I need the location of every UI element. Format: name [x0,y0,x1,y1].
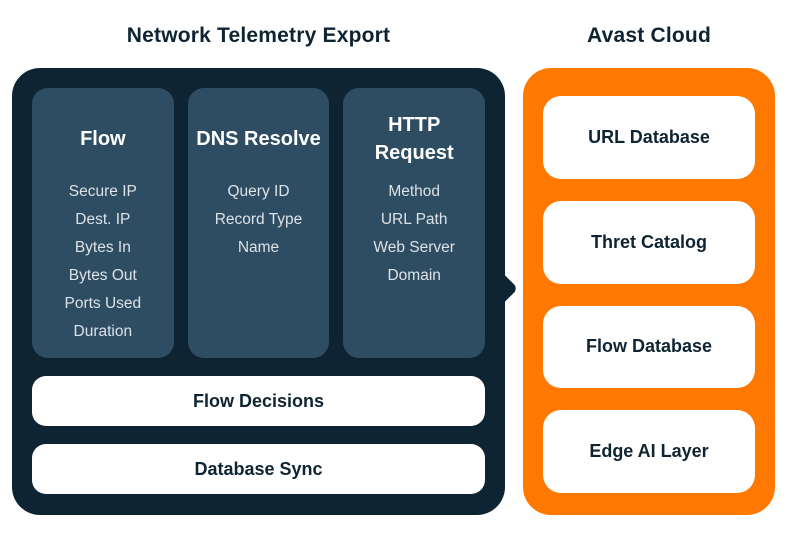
column-http-request-item: URL Path [380,211,448,228]
url-database-label: URL Database [588,126,710,147]
column-flow-item: Bytes Out [68,267,137,284]
cloud-panel: URL Database Thret Catalog Flow Database… [523,68,775,515]
flow-database-label: Flow Database [585,336,713,357]
cloud-title: Avast Cloud [587,24,711,47]
column-flow-item: Ports Used [64,295,142,312]
flow-decisions-label: Flow Decisions [192,390,325,411]
cloud-box-flow-database: Flow Database [543,305,755,389]
column-http-request-item: Web Server Domain [373,239,455,284]
column-flow-item: Duration [73,323,133,340]
edge-ai-layer-label: Edge AI Layer [589,441,709,462]
column-dns-resolve-item: Name [237,239,280,256]
column-dns-resolve-item: Record Type [214,211,303,228]
column-flow-item: Bytes In [74,239,131,256]
cloud-box-thret-catalog: Thret Catalog [543,200,755,284]
database-sync-label: Database Sync [194,458,323,479]
connector-arrow-icon [482,270,519,307]
thret-catalog-label: Thret Catalog [590,231,707,252]
column-flow-heading: Flow [80,128,126,150]
column-dns-resolve-item: Query ID [227,183,290,200]
column-http-request-heading: HTTP Request [374,114,454,164]
database-sync-bar: Database Sync [32,444,485,494]
cloud-box-url-database: URL Database [543,96,755,179]
column-flow-item: Secure IP [68,183,137,200]
telemetry-export-title: Network Telemetry Export [126,24,391,47]
flow-decisions-bar: Flow Decisions [32,376,485,426]
column-flow-item: Dest. IP [75,211,131,228]
cloud-box-edge-ai-layer: Edge AI Layer [543,410,755,493]
column-dns-resolve-heading: DNS Resolve [196,128,321,150]
column-http-request-item: Method [388,183,441,200]
